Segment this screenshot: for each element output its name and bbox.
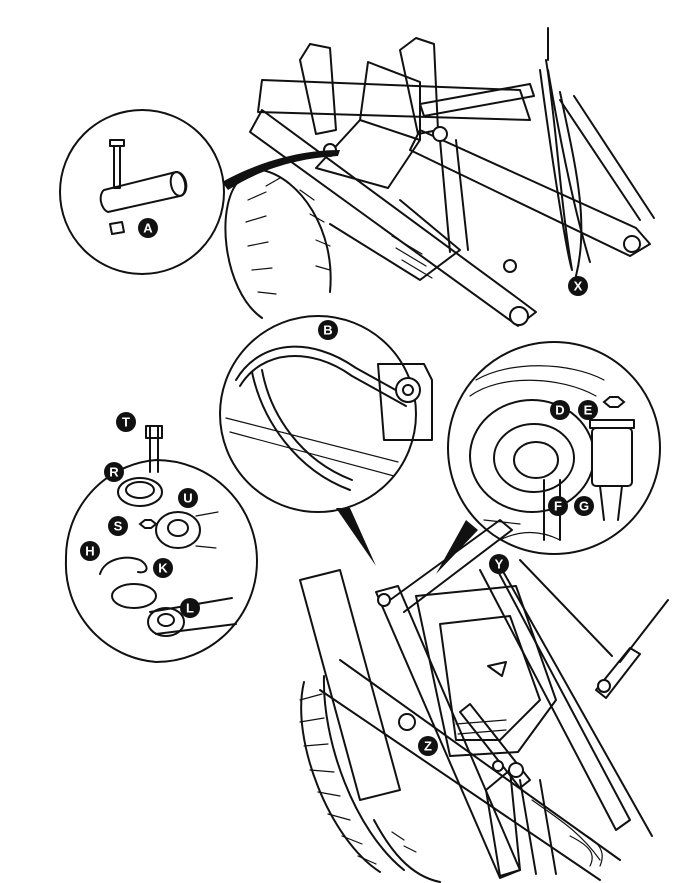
callout-g-text: G (579, 499, 589, 514)
detail-circle-engine (436, 341, 661, 574)
callout-l: L (180, 598, 200, 618)
callout-k: K (153, 558, 173, 578)
callout-s: S (108, 516, 128, 536)
callout-t: T (116, 412, 136, 432)
callout-t-text: T (122, 415, 130, 430)
detail-circle-a (59, 109, 225, 275)
callout-g: G (574, 496, 594, 516)
callout-z: Z (418, 736, 438, 756)
callout-e: E (578, 400, 598, 420)
callout-f: F (548, 496, 568, 516)
top-loader-illustration (222, 27, 655, 327)
callout-r: R (104, 462, 124, 482)
callout-y: Y (489, 554, 509, 574)
callout-u-text: U (183, 491, 192, 506)
callout-s-text: S (114, 519, 123, 534)
callout-x-text: X (574, 279, 583, 294)
callout-b: B (318, 320, 338, 340)
callout-r-text: R (109, 465, 119, 480)
callout-u: U (178, 488, 198, 508)
callout-f-text: F (554, 499, 562, 514)
callout-k-text: K (158, 561, 168, 576)
callout-l-text: L (186, 601, 194, 616)
detail-circle-b (219, 315, 433, 566)
callout-d-text: D (555, 403, 564, 418)
callout-a: A (138, 218, 158, 238)
callout-x: X (568, 276, 588, 296)
callout-h-text: H (85, 544, 94, 559)
callout-d: D (550, 400, 570, 420)
callout-b-text: B (323, 323, 332, 338)
callout-a-text: A (143, 221, 153, 236)
callout-z-text: Z (424, 739, 432, 754)
callout-e-text: E (584, 403, 593, 418)
callout-y-text: Y (495, 557, 504, 572)
bottom-loader-illustration (299, 519, 669, 883)
callout-h: H (80, 541, 100, 561)
